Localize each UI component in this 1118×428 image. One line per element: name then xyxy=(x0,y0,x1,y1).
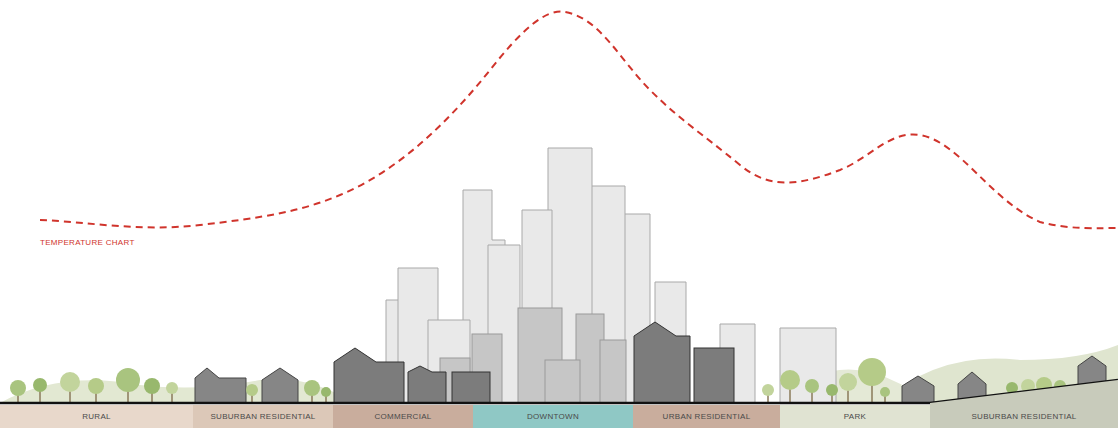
land-use-band: DOWNTOWN xyxy=(473,405,633,428)
tree-crown xyxy=(116,368,140,392)
band-label: SUBURBAN RESIDENTIAL xyxy=(210,412,315,421)
land-use-band: PARK xyxy=(780,405,930,428)
tree-crown xyxy=(762,384,774,396)
house xyxy=(902,376,934,403)
ground-slope xyxy=(930,380,1118,405)
midrise xyxy=(600,340,626,403)
band-label: DOWNTOWN xyxy=(527,412,579,421)
land-use-band: SUBURBAN RESIDENTIAL xyxy=(193,405,333,428)
band-label: SUBURBAN RESIDENTIAL xyxy=(971,412,1076,421)
tree-crown xyxy=(826,384,838,396)
house xyxy=(195,368,246,403)
lowrise xyxy=(694,348,734,403)
midrise-group xyxy=(440,308,626,403)
band-label: URBAN RESIDENTIAL xyxy=(663,412,751,421)
chart-label: TEMPERATURE CHART xyxy=(40,238,135,247)
lowrise xyxy=(334,348,404,403)
tree-crown xyxy=(144,378,160,394)
tree-crown xyxy=(304,380,320,396)
lowrise xyxy=(452,372,490,403)
lowrise xyxy=(408,366,446,403)
house-group xyxy=(195,356,1106,403)
land-use-band: SUBURBAN RESIDENTIAL xyxy=(930,405,1118,428)
midrise xyxy=(545,360,580,403)
tree-crown xyxy=(321,387,331,397)
lowrise-group xyxy=(334,322,734,403)
band-label: PARK xyxy=(844,412,866,421)
tree-group xyxy=(10,358,1066,403)
tree-crown xyxy=(60,372,80,392)
tower-group xyxy=(386,148,836,403)
tree-crown xyxy=(858,358,886,386)
tree-crown xyxy=(10,380,26,396)
tree-crown xyxy=(33,378,47,392)
land-use-band: RURAL xyxy=(0,405,193,428)
land-use-band: URBAN RESIDENTIAL xyxy=(633,405,780,428)
tree-crown xyxy=(880,387,890,397)
tree-crown xyxy=(88,378,104,394)
ground-line xyxy=(0,380,1118,403)
lowrise xyxy=(634,322,690,403)
tree-crown xyxy=(805,379,819,393)
house xyxy=(262,368,298,403)
tree-crown xyxy=(839,373,857,391)
band-label: RURAL xyxy=(82,412,111,421)
tree-crown xyxy=(780,370,800,390)
band-label: COMMERCIAL xyxy=(374,412,431,421)
tree-crown xyxy=(166,382,178,394)
land-use-band: COMMERCIAL xyxy=(333,405,473,428)
tree-crown xyxy=(246,384,258,396)
